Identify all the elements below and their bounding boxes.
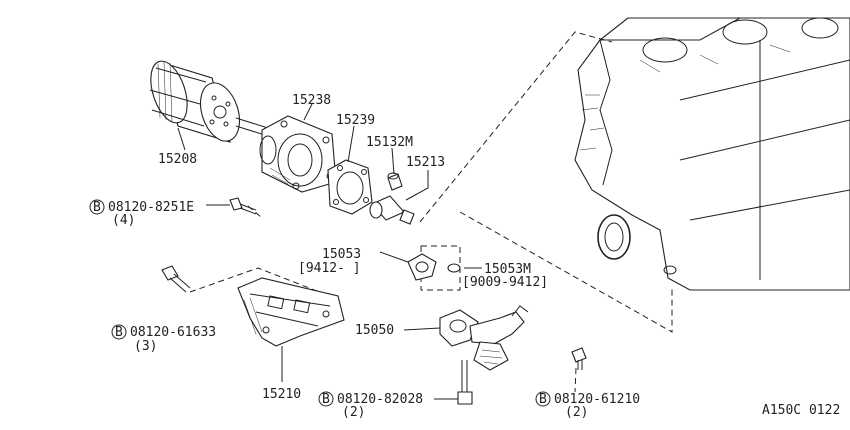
figure-code: A150C 0122 xyxy=(762,403,840,418)
label-strainer-gasket-b: 15053M xyxy=(484,262,531,277)
bolt-a-icon xyxy=(229,197,257,215)
strainer-gasket-a xyxy=(407,253,437,281)
label-pressure-switch: 15213 xyxy=(406,155,445,170)
badge-letter: B xyxy=(322,392,330,407)
bolt-b-icon xyxy=(161,265,191,293)
pressure-switch xyxy=(369,195,415,225)
switch-cap xyxy=(387,172,403,191)
filter-bracket xyxy=(259,115,337,193)
oil-strainer xyxy=(439,305,529,371)
bolt-qty: (2) xyxy=(342,405,365,420)
bolt-callout-a: B 08120-8251E (4) xyxy=(89,199,194,228)
bolt-callout-c: B 08120-82028 (2) xyxy=(318,391,458,420)
badge-circle xyxy=(89,199,105,215)
badge-circle xyxy=(111,324,127,340)
label-bracket: 15210 xyxy=(262,387,301,402)
label-pointers xyxy=(177,103,482,382)
label-gasket: 15239 xyxy=(336,113,375,128)
label-strainer-gasket-a-range: [9412- ] xyxy=(298,261,361,276)
label-filter-bracket: 15238 xyxy=(292,93,331,108)
badge-letter: B xyxy=(93,200,101,215)
badge-letter: B xyxy=(539,392,547,407)
label-strainer-gasket-b-range: [9009-9412] xyxy=(462,275,548,290)
label-filter: 15208 xyxy=(158,152,197,167)
bolt-callout-b: B 08120-61633 (3) xyxy=(111,324,216,354)
bolt-callout-d: B 08120-61210 (2) xyxy=(535,391,640,420)
mounting-bracket xyxy=(237,277,345,347)
label-strainer: 15050 xyxy=(355,323,394,338)
bolt-c-icon xyxy=(457,360,473,405)
bolt-qty: (2) xyxy=(565,405,588,420)
label-strainer-gasket-a: 15053 xyxy=(322,247,361,262)
bolt-qty: (4) xyxy=(112,213,135,228)
badge-letter: B xyxy=(115,325,123,340)
engine-block xyxy=(574,17,850,291)
oil-filter xyxy=(149,60,269,143)
badge-circle xyxy=(318,391,334,407)
label-switch-cap: 15132M xyxy=(366,135,413,150)
bolt-code: 08120-61633 xyxy=(130,325,216,340)
bolt-d-icon xyxy=(571,347,587,370)
gasket xyxy=(327,159,373,215)
part-labels: 15208 15238 15239 15132M 15213 15053 [94… xyxy=(158,93,548,402)
badge-circle xyxy=(535,391,551,407)
strainer-gasket-b xyxy=(447,263,461,273)
bolt-code: 08120-82028 xyxy=(337,392,423,407)
leader-lines xyxy=(189,31,673,393)
bolt-code: 08120-8251E xyxy=(108,200,194,215)
bolt-qty: (3) xyxy=(134,339,157,354)
bolt-code: 08120-61210 xyxy=(554,392,640,407)
